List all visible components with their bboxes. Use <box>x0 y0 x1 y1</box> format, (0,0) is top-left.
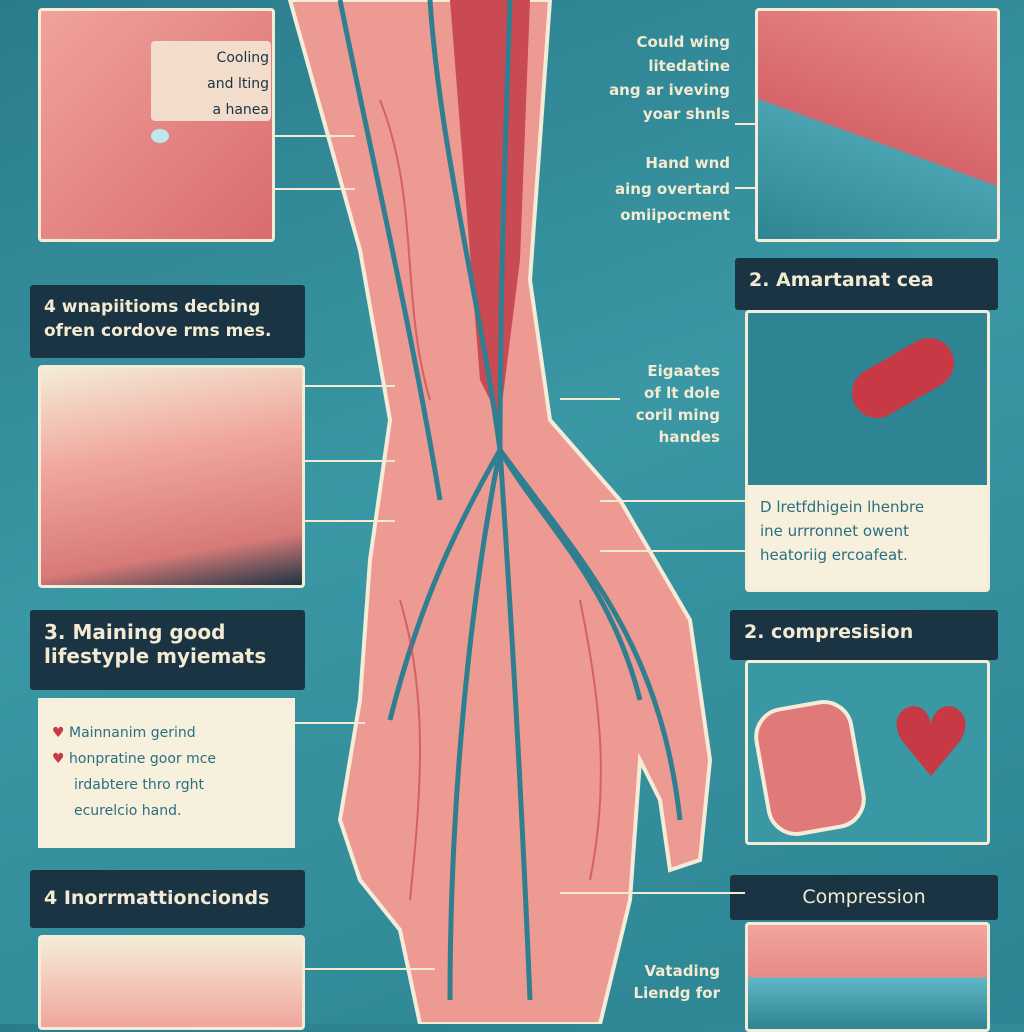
heart-icon: ♥ <box>52 751 65 767</box>
caption-line: and lting <box>207 76 269 92</box>
text-line: aing overtard <box>615 180 730 198</box>
text-line: Eigaates <box>647 362 720 380</box>
section-header-1: 4 wnapiitioms decbing ofren cordove rms … <box>30 285 305 358</box>
water-drop-icon <box>151 129 169 143</box>
arm-illustration <box>287 0 713 1024</box>
hand-washing-image <box>755 8 1000 242</box>
top-right-text-2: Hand wnd aing overtard omiipocment <box>580 150 730 228</box>
text-line: Hand wnd <box>645 154 730 172</box>
list-text: honpratine goor mce <box>69 751 217 767</box>
caption-line: Cooling <box>216 50 269 66</box>
text-line: ang ar iveving <box>609 81 730 99</box>
header-line: lifestyple myiemats <box>44 644 267 668</box>
heart-icon: ♥ <box>52 725 65 741</box>
list-text: irdabtere thro rght <box>74 777 204 793</box>
lifestyle-list: ♥ Mainnanim gerind ♥ honpratine goor mce… <box>38 698 295 848</box>
header-line: 4 wnapiitioms decbing <box>44 297 261 317</box>
section-header-5: 4 Inorrmattioncionds <box>30 870 305 928</box>
section-header-2: 2. Amartanat cea <box>735 258 998 310</box>
text-line: yoar shnls <box>642 105 730 123</box>
top-right-text-1: Could wing litedatine ang ar iveving yoa… <box>580 30 730 126</box>
bottom-text: Vatading Liendg for <box>590 960 720 1004</box>
middle-text: Eigaates of lt dole coril ming handes <box>590 360 720 448</box>
header-line: 3. Maining good <box>44 620 226 644</box>
text-line: omiipocment <box>620 206 730 224</box>
caption-line: a hanea <box>212 102 269 118</box>
compression-image: ♥ <box>745 660 990 845</box>
list-text: Mainnanim gerind <box>69 725 196 741</box>
heart-icon: ♥ <box>888 687 975 799</box>
pressing-hand-image <box>38 365 305 588</box>
text-line: of lt dole <box>644 384 720 402</box>
text-line: handes <box>658 428 720 446</box>
ointment-description: D lretfdhigein lhenbre ine urrronnet owe… <box>748 485 987 589</box>
cooling-image: Cooling and lting a hanea <box>38 8 275 242</box>
header-line: ofren cordove rms mes. <box>44 321 272 341</box>
scissors-hand-image <box>38 935 305 1030</box>
list-text: ecurelcio hand. <box>74 803 182 819</box>
text-line: litedatine <box>648 57 730 75</box>
text-line: coril ming <box>635 406 720 424</box>
text-line: D lretfdhigein lhenbre <box>760 498 925 516</box>
text-line: heatoriig ercoafeat. <box>760 546 908 564</box>
text-line: ine urrronnet owent <box>760 522 909 540</box>
list-item: ♥ Mainnanim gerind <box>52 720 281 746</box>
section-header-4: 2. compresision <box>730 610 998 660</box>
hand-water-image <box>745 922 990 1032</box>
text-line: Could wing <box>636 33 730 51</box>
list-item: ♥ honpratine goor mce <box>52 746 281 772</box>
section-header-3: 3. Maining good lifestyple myiemats <box>30 610 305 690</box>
text-line: Vatading <box>644 962 721 980</box>
section-header-6: Compression <box>730 875 998 920</box>
text-line: Liendg for <box>633 984 720 1002</box>
